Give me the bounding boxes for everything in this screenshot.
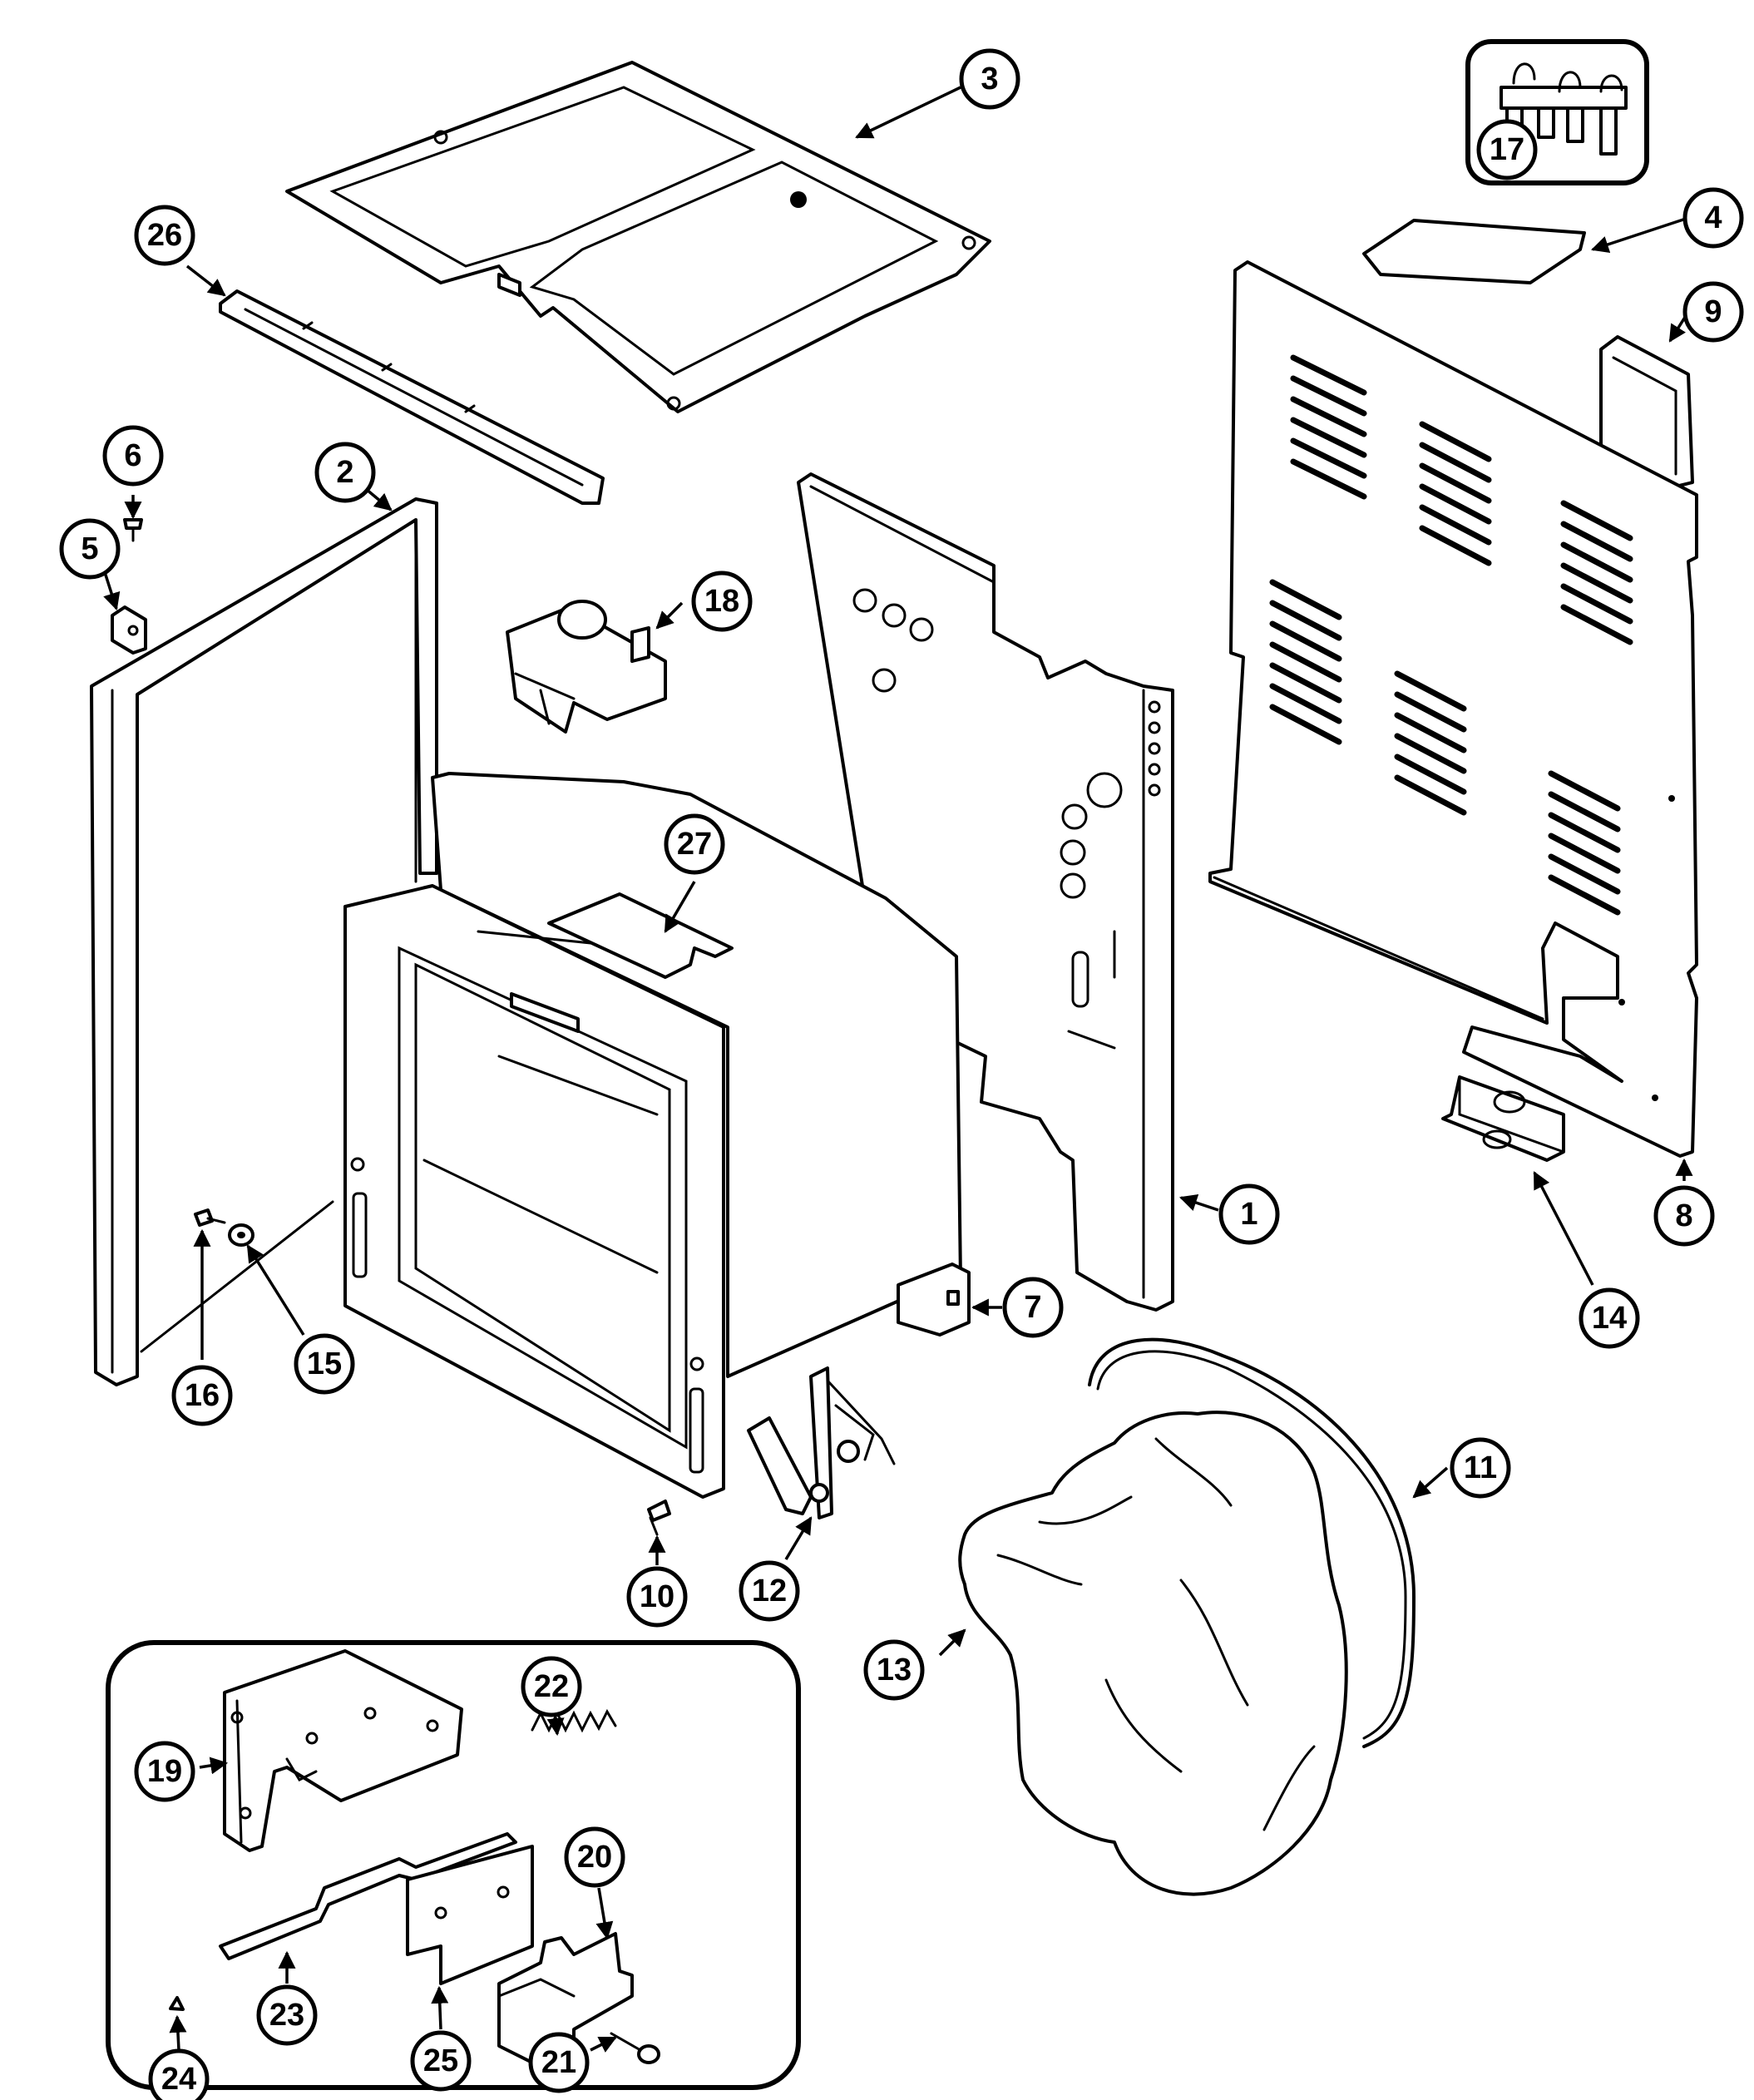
callout-8: 8: [1653, 1185, 1715, 1247]
callout-18-label: 18: [704, 584, 739, 619]
callout-1: 1: [1218, 1183, 1280, 1245]
part-side-trim: [90, 497, 438, 1386]
callout-5-label: 5: [81, 531, 98, 566]
callout-10: 10: [626, 1566, 688, 1628]
callout-2-label: 2: [336, 455, 353, 490]
callout-11: 11: [1450, 1437, 1511, 1499]
callout-12-label: 12: [752, 1574, 787, 1608]
callout-22: 22: [521, 1656, 582, 1717]
callout-25: 25: [410, 2030, 472, 2092]
callout-17: 17: [1476, 119, 1538, 180]
part-door-gasket: [1088, 1337, 1416, 1748]
callout-9: 9: [1682, 281, 1744, 343]
callout-27-label: 27: [677, 827, 712, 862]
callout-5: 5: [59, 518, 121, 580]
callout-15: 15: [294, 1333, 355, 1395]
callout-16-label: 16: [185, 1378, 220, 1413]
part-cover-plate: [547, 892, 734, 979]
part-screw-10: [647, 1500, 671, 1536]
callout-11-label: 11: [1464, 1450, 1497, 1485]
callout-19: 19: [134, 1741, 195, 1802]
callout-17-label: 17: [1490, 132, 1524, 167]
callout-7-label: 7: [1024, 1290, 1041, 1325]
callout-7: 7: [1002, 1277, 1064, 1338]
callout-4: 4: [1682, 187, 1744, 249]
callout-26-label: 26: [147, 218, 182, 253]
inset-door-latch: [106, 1640, 801, 2090]
part-door-hinge: [747, 1366, 896, 1519]
callout-27: 27: [664, 813, 725, 875]
callout-25-label: 25: [423, 2043, 458, 2078]
part-thermostat-bracket: [506, 600, 667, 734]
callout-10-label: 10: [640, 1579, 674, 1614]
callout-8-label: 8: [1675, 1198, 1692, 1233]
callout-1-label: 1: [1240, 1197, 1257, 1232]
part-screw-16: [194, 1208, 226, 1227]
callout-9-label: 9: [1704, 294, 1722, 329]
leader-lines: [102, 86, 1693, 2053]
callout-13-label: 13: [877, 1653, 912, 1687]
callout-20: 20: [564, 1826, 625, 1888]
part-side-panel: [797, 472, 1174, 1312]
part-screw-small: [123, 518, 143, 542]
part-small-bracket-7: [897, 1262, 971, 1337]
callout-12: 12: [739, 1560, 800, 1622]
callout-23-label: 23: [269, 1998, 304, 2033]
callout-26: 26: [134, 205, 195, 266]
callout-14: 14: [1579, 1287, 1640, 1349]
part-top-cover: [285, 61, 991, 413]
callout-15-label: 15: [307, 1346, 342, 1381]
callout-22-label: 22: [534, 1669, 569, 1704]
callout-3-label: 3: [981, 62, 998, 96]
callout-23: 23: [256, 1984, 318, 2046]
callout-6: 6: [102, 425, 164, 487]
callout-2: 2: [314, 442, 376, 503]
callout-19-label: 19: [147, 1754, 182, 1789]
inset-terminal-block: [1465, 39, 1649, 185]
part-top-trim: [219, 289, 605, 505]
callout-24-label: 24: [161, 2062, 196, 2097]
callout-24: 24: [148, 2048, 210, 2100]
callout-14-label: 14: [1592, 1301, 1627, 1336]
callout-20-label: 20: [577, 1840, 612, 1875]
callouts: 3 17 4 9 26 6 2 5 18 27 1 8 14 7 16 15 1…: [59, 48, 1744, 2100]
part-back-panel: [1208, 260, 1698, 1158]
part-nut-15: [228, 1223, 254, 1247]
callout-3: 3: [959, 48, 1020, 110]
part-small-shield: [1362, 219, 1586, 284]
callout-6-label: 6: [124, 438, 141, 473]
callout-16: 16: [171, 1365, 233, 1426]
callout-21: 21: [528, 2032, 590, 2093]
callout-13: 13: [863, 1639, 925, 1701]
part-angle-bracket: [1441, 1075, 1565, 1162]
callout-21-label: 21: [541, 2045, 576, 2080]
part-insulation: [958, 1411, 1348, 1896]
part-clip: [111, 605, 147, 655]
callout-4-label: 4: [1704, 200, 1722, 235]
callout-18: 18: [691, 571, 753, 632]
